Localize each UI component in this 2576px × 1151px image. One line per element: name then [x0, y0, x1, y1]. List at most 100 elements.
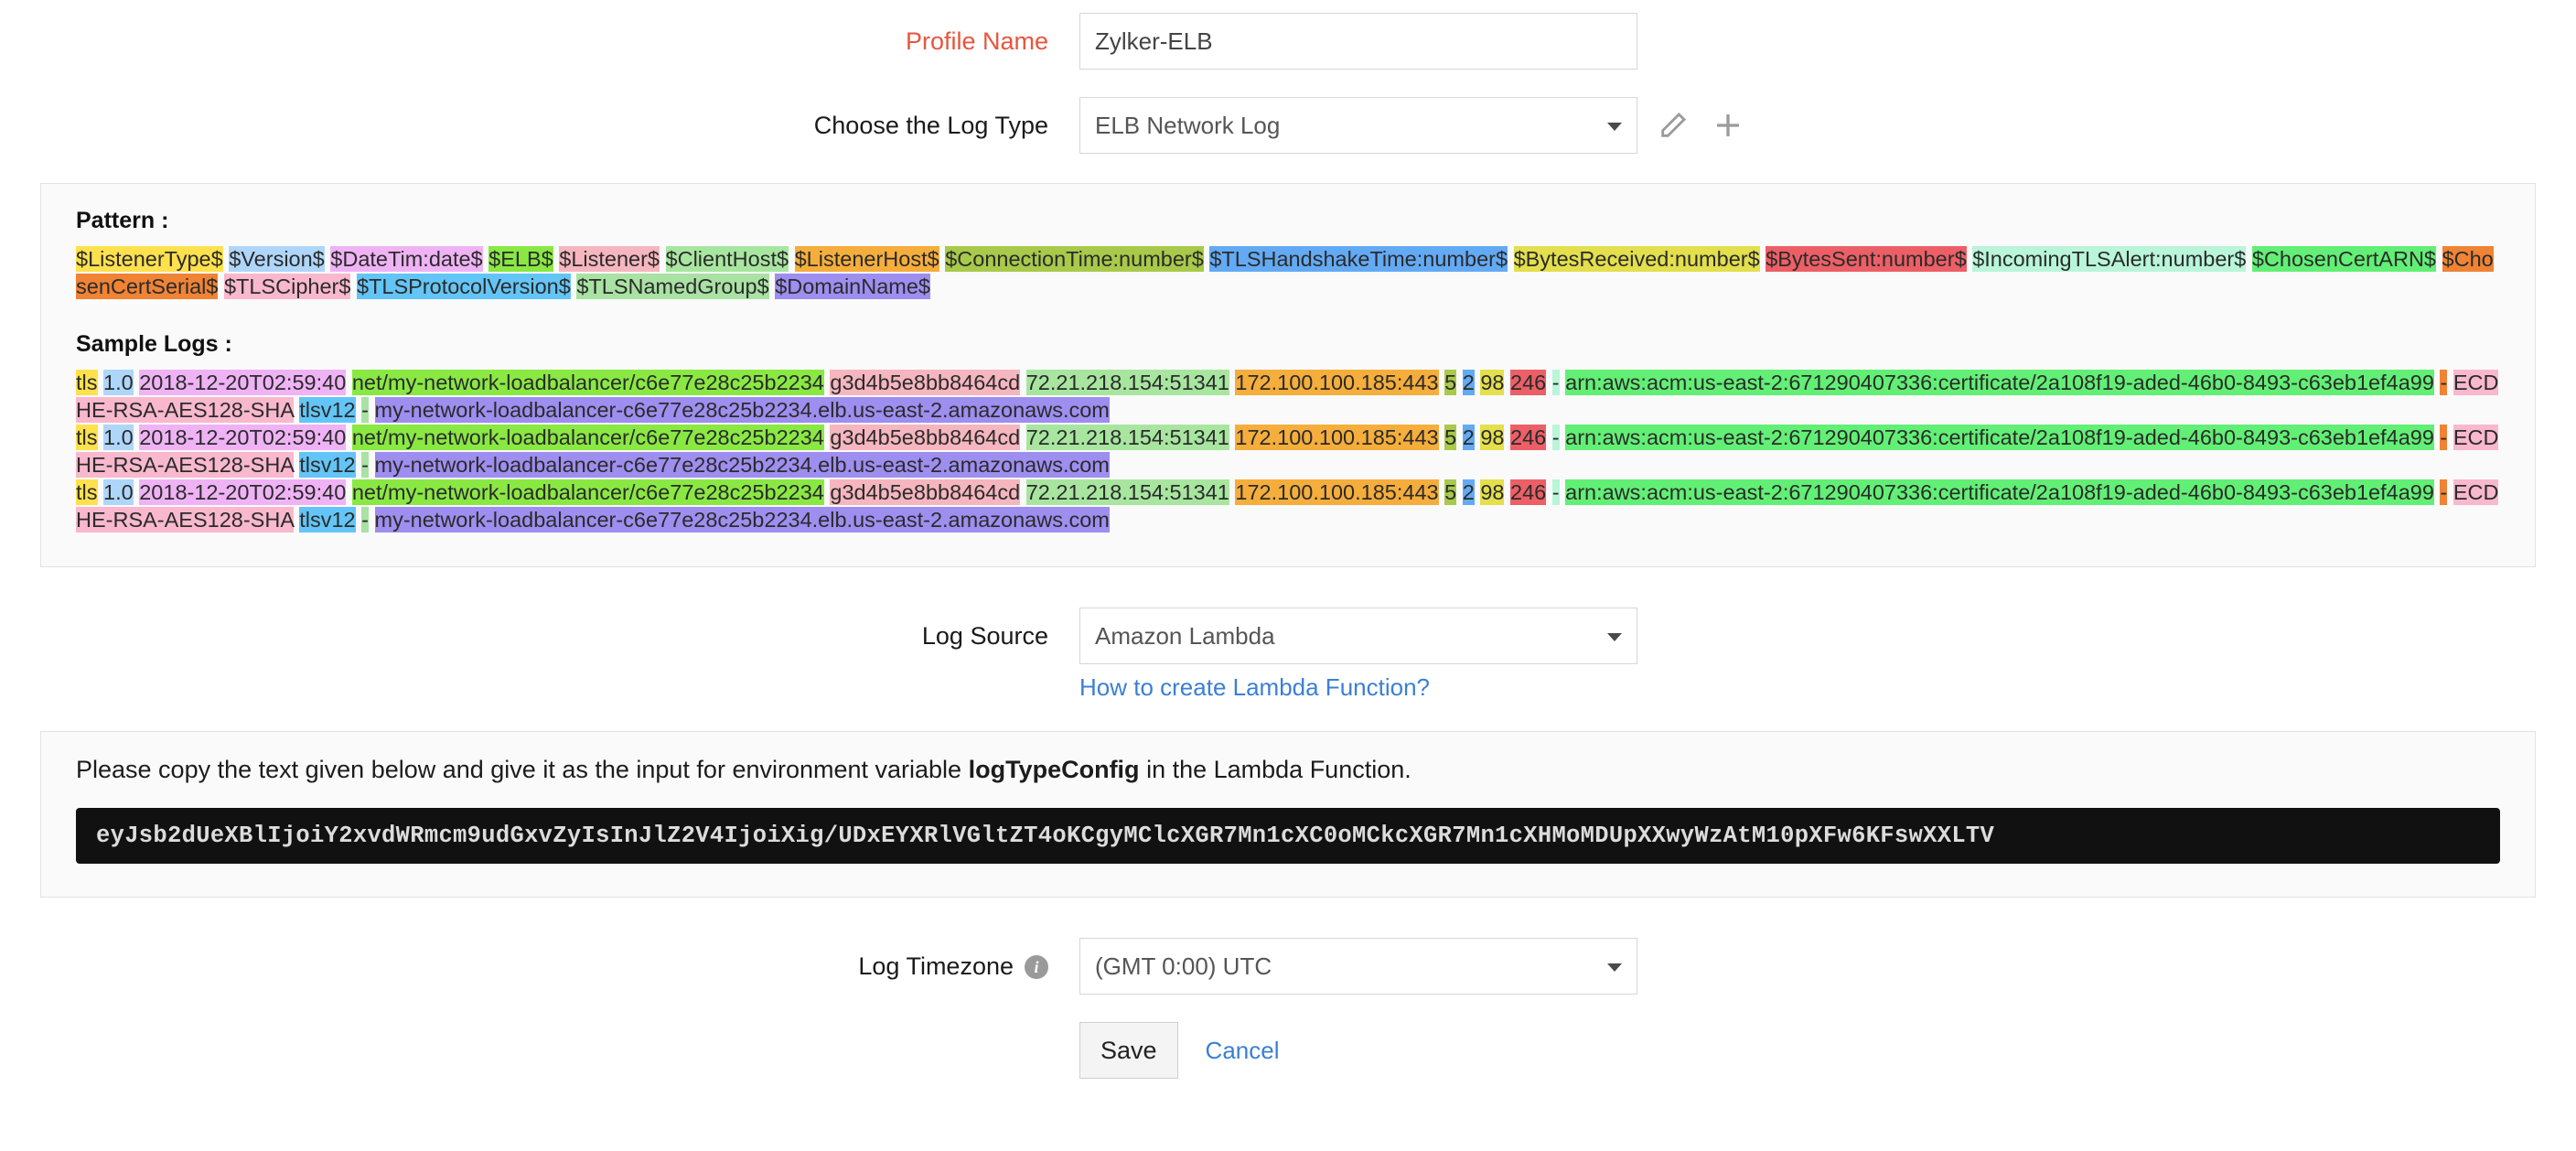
pattern-token: $ChosenCertARN$ — [2251, 246, 2436, 272]
footer-buttons: Save Cancel — [1079, 1022, 1279, 1079]
pencil-icon[interactable] — [1654, 106, 1692, 145]
log-segment: net/my-network-loadbalancer/c6e77e28c25b… — [351, 479, 824, 505]
pattern-token: $ListenerType$ — [76, 246, 223, 272]
info-icon[interactable]: i — [1025, 955, 1048, 980]
log-source-field-wrap: Amazon Lambda — [1079, 608, 1637, 664]
log-segment: 246 — [1510, 425, 1547, 450]
log-timezone-select[interactable]: (GMT 0:00) UTC — [1079, 938, 1637, 995]
pattern-tokens: $ListenerType$ $Version$ $DateTim:date$ … — [76, 245, 2500, 300]
pattern-token: $ELB$ — [488, 246, 553, 272]
log-segment: tlsv12 — [299, 452, 356, 478]
log-timezone-label: Log Timezone — [858, 952, 1014, 980]
log-segment — [1456, 370, 1463, 395]
pattern-token: $TLSCipher$ — [223, 274, 351, 299]
pattern-token: $Listener$ — [559, 246, 660, 272]
chevron-down-icon — [1607, 963, 1622, 972]
pattern-token: $TLSProtocolVersion$ — [356, 274, 571, 299]
log-segment: 98 — [1480, 425, 1505, 450]
log-type-config-panel: Please copy the text given below and giv… — [40, 731, 2536, 898]
chevron-down-icon — [1607, 633, 1622, 641]
log-source-selected-value: Amazon Lambda — [1095, 622, 1275, 650]
log-segment: 1.0 — [103, 479, 134, 505]
config-note-variable: logTypeConfig — [968, 756, 1140, 783]
log-segment: tls — [76, 370, 98, 395]
pattern-heading: Pattern : — [76, 208, 169, 233]
log-segment — [1456, 425, 1463, 450]
log-segment — [1020, 370, 1026, 395]
cancel-button[interactable]: Cancel — [1205, 1036, 1280, 1064]
log-segment: - — [361, 397, 369, 423]
log-type-row: Choose the Log Type ELB Network Log — [0, 97, 2576, 154]
sample-log-line: tls 1.0 2018-12-20T02:59:40 net/my-netwo… — [76, 479, 2500, 533]
log-segment: 246 — [1510, 370, 1547, 395]
log-segment: 172.100.100.185:443 — [1235, 425, 1439, 450]
pattern-token: $DomainName$ — [775, 274, 930, 299]
profile-name-field-wrap — [1079, 13, 1637, 70]
log-segment: g3d4b5e8bb8464cd — [830, 479, 1021, 505]
how-to-create-lambda-link[interactable]: How to create Lambda Function? — [1079, 673, 1430, 701]
pattern-token: $ListenerHost$ — [794, 246, 939, 272]
log-segment — [2447, 370, 2453, 395]
sample-log-line: tls 1.0 2018-12-20T02:59:40 net/my-netwo… — [76, 369, 2500, 424]
log-segment: 72.21.218.154:51341 — [1025, 425, 1229, 450]
log-segment — [1546, 425, 1552, 450]
pattern-token: $TLSHandshakeTime:number$ — [1209, 246, 1508, 272]
pattern-token: $Version$ — [229, 246, 325, 272]
log-timezone-field-wrap: (GMT 0:00) UTC — [1079, 938, 1637, 995]
log-segment: g3d4b5e8bb8464cd — [830, 370, 1021, 395]
profile-name-row: Profile Name — [0, 13, 2576, 70]
log-segment: my-network-loadbalancer-c6e77e28c25b2234… — [374, 397, 1110, 423]
log-segment: - — [1551, 370, 1560, 395]
log-segment: - — [2440, 425, 2448, 450]
sample-logs-heading: Sample Logs : — [76, 331, 232, 357]
log-segment: 72.21.218.154:51341 — [1025, 479, 1229, 505]
profile-name-input[interactable] — [1079, 13, 1637, 70]
save-button[interactable]: Save — [1079, 1022, 1178, 1079]
log-type-label: Choose the Log Type — [813, 111, 1048, 139]
log-segment: arn:aws:acm:us-east-2:671290407336:certi… — [1565, 425, 2434, 450]
log-segment: g3d4b5e8bb8464cd — [830, 425, 1021, 450]
log-segment: tls — [76, 425, 98, 450]
log-segment — [346, 370, 352, 395]
log-segment: 72.21.218.154:51341 — [1025, 370, 1229, 395]
log-source-label: Log Source — [921, 621, 1048, 650]
log-timezone-selected-value: (GMT 0:00) UTC — [1095, 952, 1272, 980]
config-note-suffix: in the Lambda Function. — [1139, 756, 1411, 783]
log-segment: - — [2440, 370, 2448, 395]
pattern-token: $DateTim:date$ — [330, 246, 483, 272]
log-segment: net/my-network-loadbalancer/c6e77e28c25b… — [351, 370, 824, 395]
log-segment — [1020, 479, 1026, 505]
sample-logs-list: tls 1.0 2018-12-20T02:59:40 net/my-netwo… — [76, 369, 2500, 533]
profile-name-label: Profile Name — [905, 27, 1048, 55]
pattern-token: $ConnectionTime:number$ — [945, 246, 1204, 272]
log-type-select[interactable]: ELB Network Log — [1079, 97, 1637, 154]
log-segment: 2 — [1462, 479, 1475, 505]
log-segment: my-network-loadbalancer-c6e77e28c25b2234… — [374, 507, 1110, 532]
log-segment: 2018-12-20T02:59:40 — [139, 425, 347, 450]
log-type-config-value[interactable]: eyJsb2dUeXBlIjoiY2xvdWRmcm9udGxvZyIsInJl… — [76, 808, 2500, 864]
log-segment: net/my-network-loadbalancer/c6e77e28c25b… — [351, 425, 824, 450]
log-segment: 1.0 — [103, 425, 134, 450]
footer-row: Save Cancel — [0, 1022, 2576, 1079]
log-segment: 246 — [1510, 479, 1547, 505]
log-segment — [1020, 425, 1026, 450]
log-segment: - — [361, 452, 369, 478]
log-source-select[interactable]: Amazon Lambda — [1079, 608, 1637, 664]
log-segment — [1546, 370, 1552, 395]
log-timezone-row: Log Timezone i (GMT 0:00) UTC — [0, 938, 2576, 995]
log-segment: 98 — [1480, 370, 1505, 395]
log-segment — [1456, 479, 1463, 505]
chevron-down-icon — [1607, 123, 1622, 131]
plus-icon[interactable] — [1709, 106, 1747, 145]
log-segment — [369, 507, 375, 532]
log-segment — [346, 425, 352, 450]
log-segment: tls — [76, 479, 98, 505]
log-segment — [346, 479, 352, 505]
log-segment: my-network-loadbalancer-c6e77e28c25b2234… — [374, 452, 1110, 478]
log-type-field-wrap: ELB Network Log — [1079, 97, 1747, 154]
log-segment: - — [1551, 425, 1560, 450]
log-segment — [2447, 425, 2453, 450]
sample-log-line: tls 1.0 2018-12-20T02:59:40 net/my-netwo… — [76, 424, 2500, 479]
pattern-token: $BytesReceived:number$ — [1513, 246, 1760, 272]
config-note-prefix: Please copy the text given below and giv… — [76, 756, 969, 783]
